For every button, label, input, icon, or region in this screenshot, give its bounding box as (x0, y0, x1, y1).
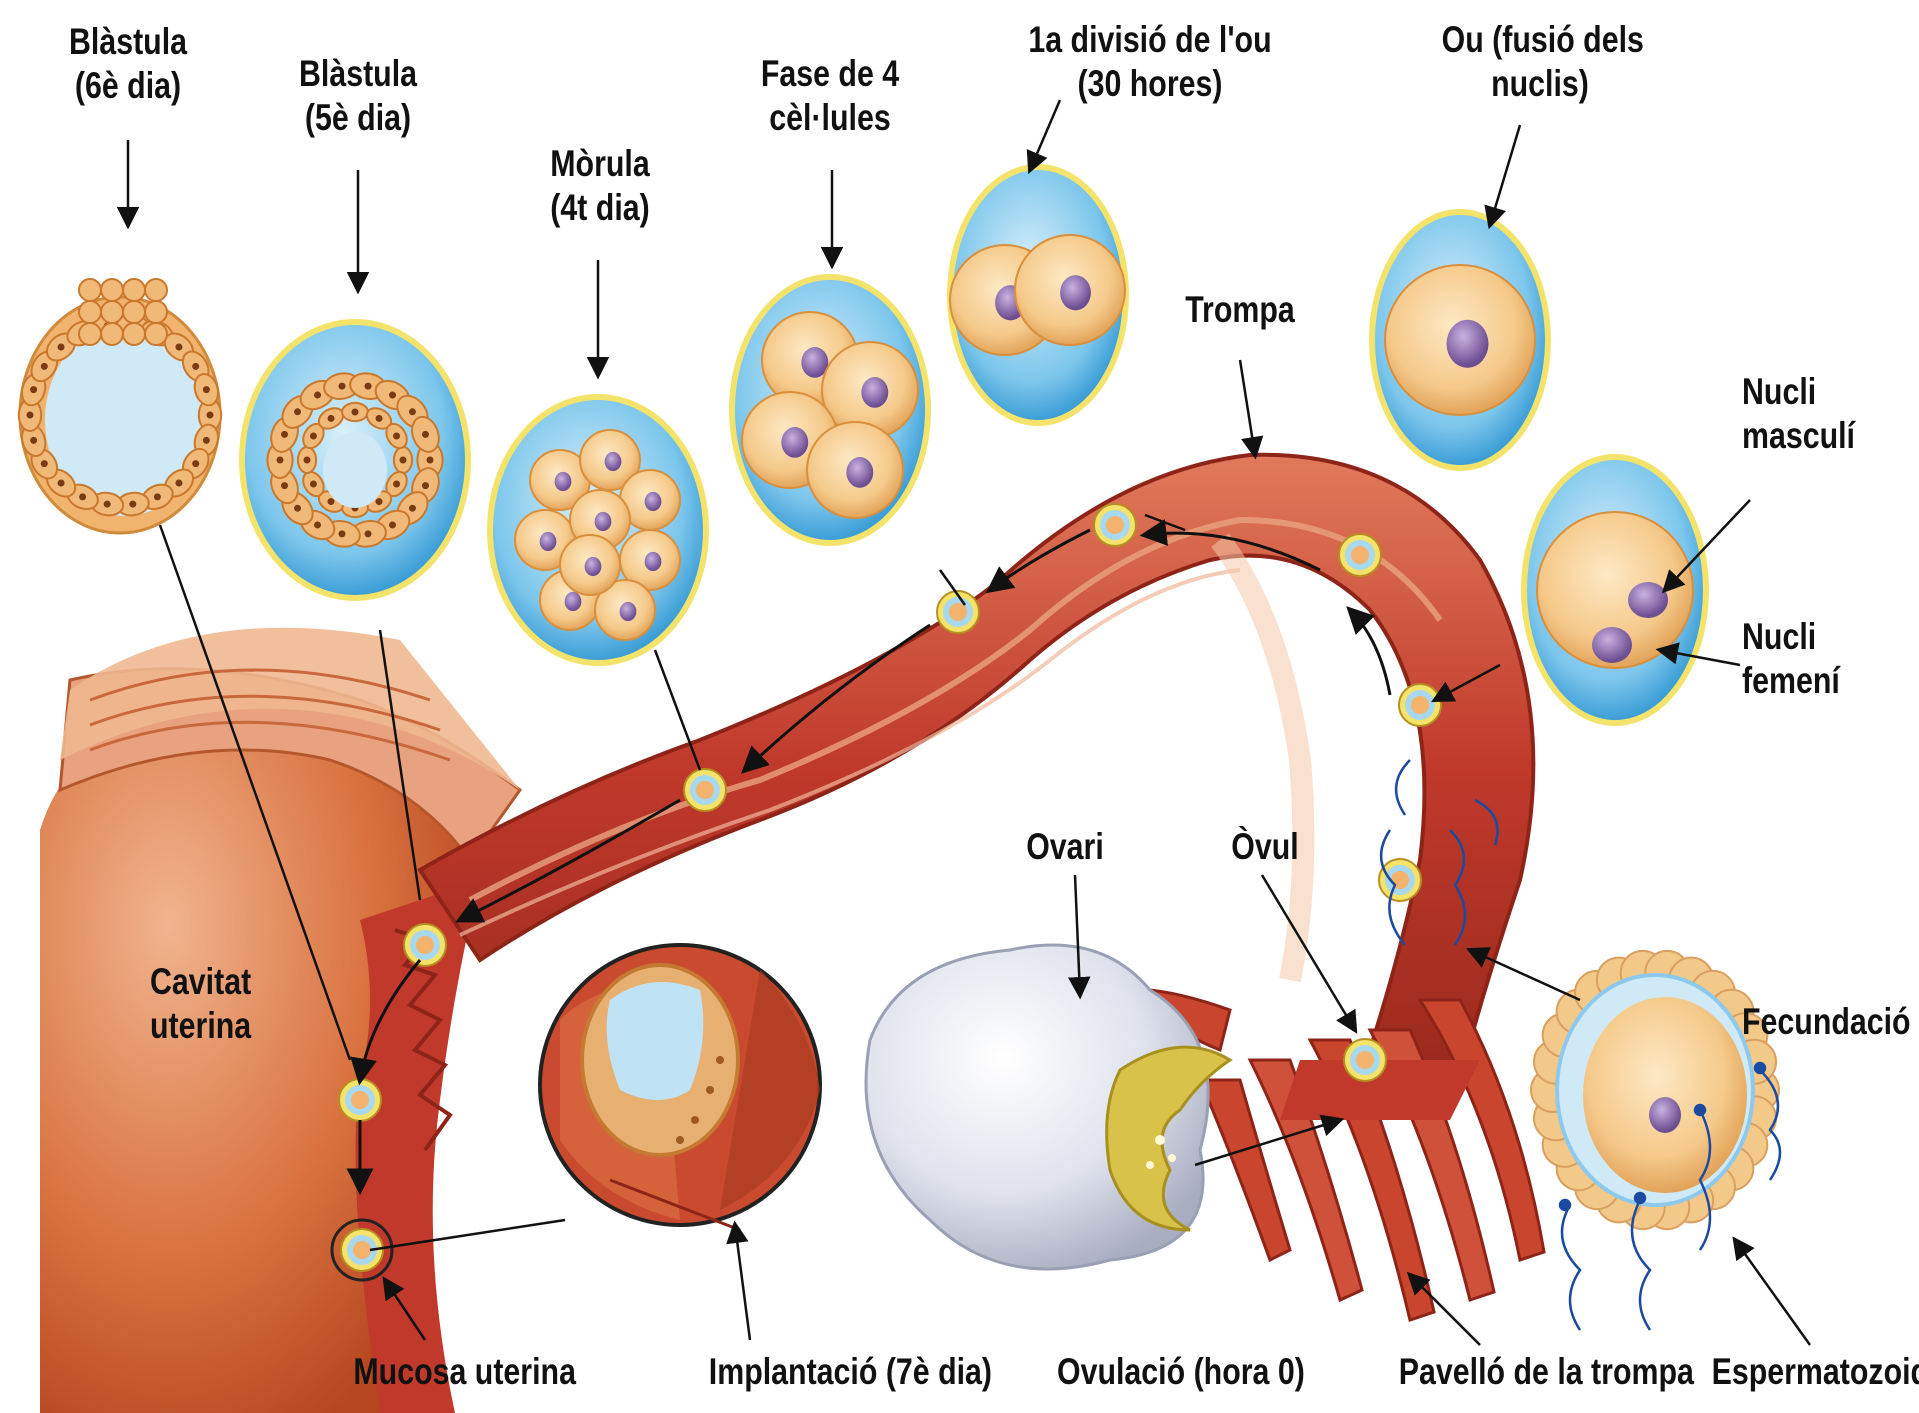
embryo-bead (684, 769, 726, 811)
pronuclei-stage (1521, 454, 1709, 726)
fertilization-stage (1531, 951, 1779, 1229)
label-tube: Trompa (1166, 288, 1314, 332)
egg-fusion-stage (1369, 209, 1551, 471)
implantation-detail (540, 945, 820, 1230)
label-ovum: Òvul (1204, 825, 1327, 869)
label-first-division: 1a divisió de l'ou(30 hores) (1027, 18, 1273, 106)
embryo-bead (1094, 504, 1136, 546)
label-ovulation: Ovulació (hora 0) (1057, 1350, 1303, 1394)
blastula-6-stage (18, 279, 221, 533)
blastula-5-stage (239, 319, 471, 601)
embryo-bead (339, 1079, 381, 1121)
embryo-bead (1399, 684, 1441, 726)
label-blastula-6: Blàstula(6è dia) (54, 20, 202, 108)
embryo-bead (1339, 534, 1381, 576)
embryo-bead (1344, 1039, 1386, 1081)
embryo-bead (404, 924, 446, 966)
label-sperm: Espermatozoid (1712, 1350, 1909, 1394)
label-uterine-mucosa: Mucosa uterina (353, 1350, 566, 1394)
label-morula: Mòrula(4t dia) (526, 142, 674, 230)
morula-stage (487, 394, 709, 666)
label-blastula-5: Blàstula(5è dia) (284, 52, 432, 140)
label-fertilization: Fecundació (1742, 1000, 1911, 1044)
female-nucleus (1592, 627, 1632, 663)
label-fimbriae: Pavelló de la trompa (1399, 1350, 1661, 1394)
male-nucleus (1628, 582, 1668, 618)
label-ovary: Ovari (1004, 825, 1127, 869)
first-division-stage (947, 164, 1129, 426)
uterus (40, 628, 520, 1413)
four-cell-stage (729, 274, 931, 546)
label-implantation: Implantació (7è dia) (709, 1350, 971, 1394)
embryo-bead (1379, 859, 1421, 901)
